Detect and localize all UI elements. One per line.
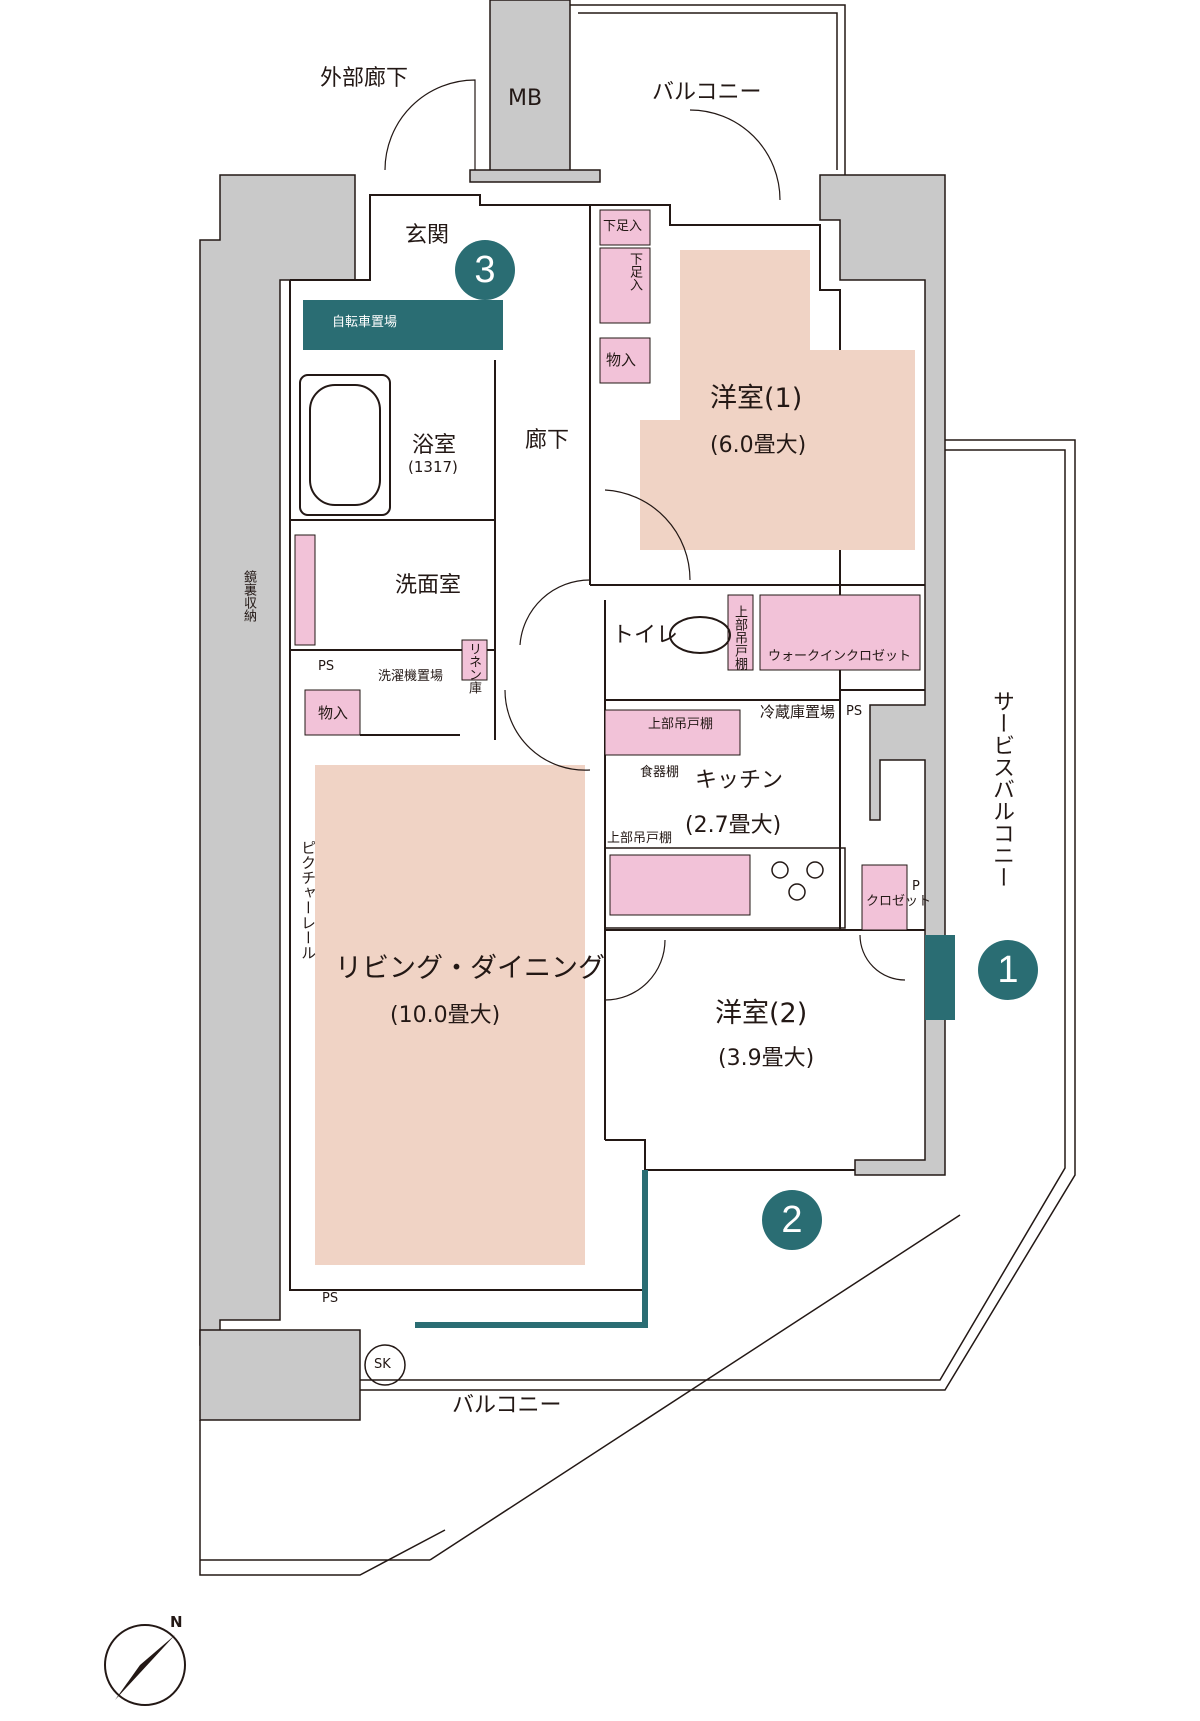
bicycle-parking-label: 自転車置場 (332, 315, 398, 330)
compass-icon (104, 1624, 186, 1706)
shoe-storage-2-label: 下足入 (627, 252, 642, 291)
upper-cabinet-counter-label: 上部吊戸棚 (607, 831, 673, 846)
external-corridor-label: 外部廊下 (320, 66, 409, 91)
kitchen-label: キッチン (695, 768, 784, 793)
fridge-space-label: 冷蔵庫置場 (760, 703, 836, 721)
living-dining-size: (10.0畳大) (390, 1003, 501, 1028)
toilet-label: トイレ (612, 623, 679, 648)
bicycle-parking-area (303, 300, 503, 350)
kitchen-counter (604, 847, 846, 929)
mirror-storage-label: 鏡裏収納 (241, 570, 256, 622)
washer-space-label: 洗濯機置場 (378, 669, 444, 684)
western-room-1-label: 洋室(1) (710, 383, 803, 414)
walk-in-closet-label: ウォークインクロゼット (768, 649, 912, 664)
western-room-1-floor (640, 250, 915, 550)
western-room-2-label: 洋室(2) (715, 998, 808, 1029)
storage-top-label: 物入 (606, 351, 637, 369)
balcony-top-label: バルコニー (652, 80, 762, 105)
badge-1: 1 (978, 940, 1038, 1000)
western-room-1-size: (6.0畳大) (710, 433, 807, 458)
picture-rail-label: ピクチャーレール (299, 840, 317, 960)
western-room-2-size: (3.9畳大) (718, 1046, 815, 1071)
door-swings (384, 79, 906, 1001)
bathroom-label: 浴室 (412, 433, 457, 458)
badge-3: 3 (455, 240, 515, 300)
ps-3-label: PS (322, 1291, 339, 1306)
storage-areas (294, 209, 921, 931)
balcony-bottom-label: バルコニー (452, 1393, 562, 1418)
shoe-storage-1-label: 下足入 (603, 219, 643, 234)
window-2 (415, 1170, 648, 1328)
storage-mid-label: 物入 (318, 704, 349, 722)
mb-label: MB (508, 86, 543, 111)
living-dining-label: リビング・ダイニング (335, 953, 605, 984)
service-balcony-label: サービスバルコニー (989, 690, 1014, 888)
upper-cabinet-kitchen-label: 上部吊戸棚 (648, 717, 714, 732)
entrance-label: 玄関 (405, 223, 450, 248)
hallway-label: 廊下 (525, 428, 570, 453)
bathroom-size: (1317) (408, 458, 458, 476)
upper-cabinet-toilet-label: 上部吊戸棚 (732, 605, 747, 670)
kitchen-size: (2.7畳大) (685, 813, 782, 838)
toilet-bowl (669, 616, 731, 654)
sk-sink-icon (364, 1344, 406, 1386)
dish-cabinet-label: 食器棚 (640, 765, 680, 780)
sk-label: SK (374, 1357, 391, 1372)
room-floors (315, 250, 915, 1265)
bathtub (299, 374, 391, 516)
p-label: P (912, 879, 920, 894)
closet-label: クロゼット (866, 894, 932, 909)
badge-2: 2 (762, 1190, 822, 1250)
ps-2-label: PS (846, 704, 863, 719)
ps-1-label: PS (318, 659, 335, 674)
washroom-label: 洗面室 (395, 573, 462, 598)
compass-north-label: N (170, 1613, 183, 1631)
structural-walls (199, 0, 946, 1421)
window-1 (925, 935, 955, 1020)
linen-label: リネン庫 (466, 642, 481, 694)
living-floor (315, 765, 585, 1265)
balcony-outlines (199, 4, 1076, 1576)
